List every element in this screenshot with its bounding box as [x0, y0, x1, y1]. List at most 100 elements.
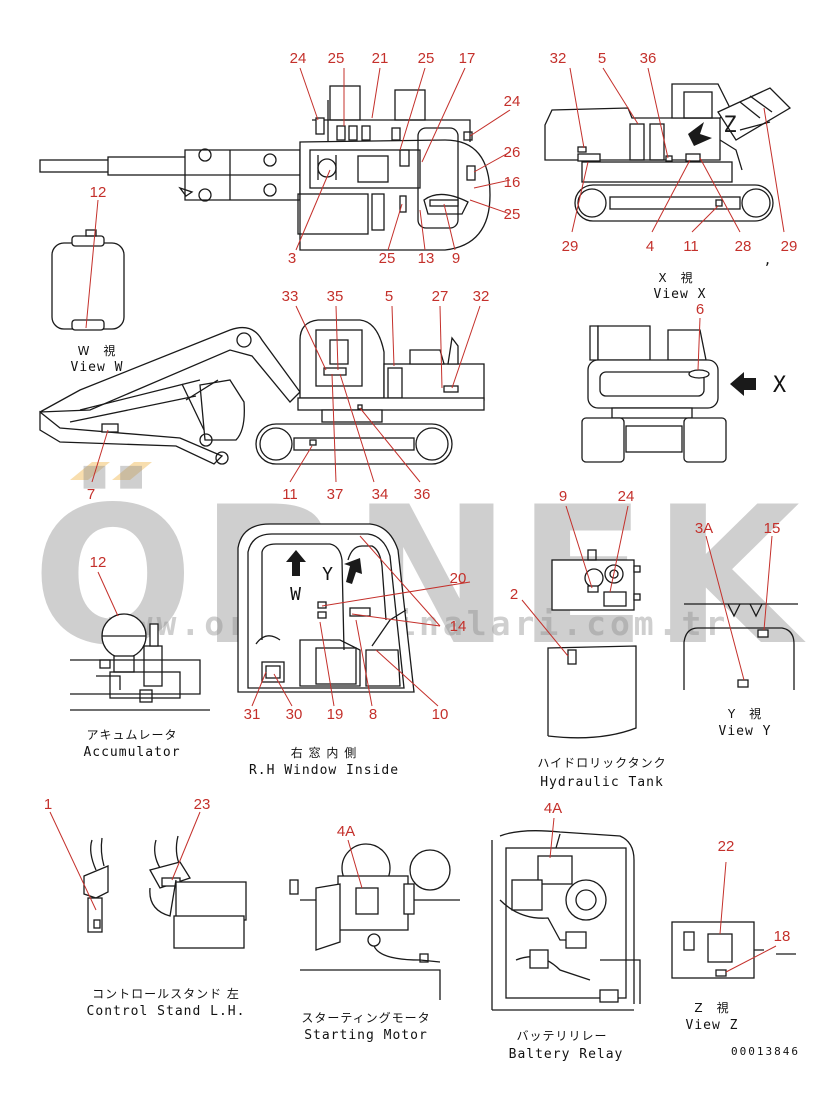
callout-17: 17: [459, 50, 476, 67]
view-y: 3A 15 Y 視 View Y: [683, 520, 798, 739]
view-x-marker-z: Z: [723, 113, 736, 138]
top-view: [39, 85, 491, 251]
view-z-caption-en: View Z: [686, 1018, 739, 1033]
watermark-accent-right: [112, 462, 152, 480]
rh-window-caption-jp: 右 窓 内 側: [291, 745, 357, 760]
callout-26: 26: [504, 144, 521, 161]
callout-12: 12: [90, 554, 107, 571]
callout-27: 27: [432, 288, 449, 305]
document-number: 00013846: [731, 1045, 800, 1058]
view-y-caption-en: View Y: [719, 724, 772, 739]
callout-22: 22: [718, 838, 735, 855]
callout-9: 9: [452, 250, 460, 267]
watermark: ÖRNEK www.ornekmakinalari.com.tr: [32, 462, 800, 687]
callout-12: 12: [90, 184, 107, 201]
callout-32: 32: [550, 50, 567, 67]
callout-29: 29: [781, 238, 798, 255]
view-y-caption-jp: Y 視: [727, 706, 762, 721]
battery-relay-caption-jp: バッテリリレー: [516, 1029, 607, 1043]
callout-23: 23: [194, 796, 211, 813]
callout-18: 18: [774, 928, 791, 945]
view-z-caption-jp: Z 視: [694, 1000, 729, 1015]
callout-1: 1: [44, 796, 52, 813]
callout-19: 19: [327, 706, 344, 723]
side-view-leaders: [91, 305, 481, 483]
battery-relay-caption-en: Baltery Relay: [509, 1047, 624, 1062]
callout-6: 6: [696, 301, 704, 318]
hydraulic-tank-caption-en: Hydraulic Tank: [540, 775, 664, 790]
side-view-callouts: 33 35 5 27 32 7 11 37 34 36: [87, 288, 490, 503]
callout-25: 25: [328, 50, 345, 67]
callout-4A: 4A: [337, 823, 355, 840]
callout-25: 25: [504, 206, 521, 223]
top-view-leaders: [295, 67, 511, 251]
battery-relay-view: 4A バッテリリレー Baltery Relay: [491, 800, 641, 1062]
callout-2: 2: [510, 586, 518, 603]
callout-16: 16: [504, 174, 521, 191]
callout-32: 32: [473, 288, 490, 305]
starting-motor-caption-jp: スターティングモータ: [301, 1011, 430, 1025]
view-w: 12 W 視 View W: [51, 184, 125, 375]
callout-37: 37: [327, 486, 344, 503]
callout-24: 24: [618, 488, 635, 505]
callout-4: 4: [646, 238, 654, 255]
side-view: [39, 319, 485, 465]
view-x-leaders: [569, 67, 785, 233]
callout-13: 13: [418, 250, 435, 267]
view-x-caption-jp: X 視: [658, 270, 693, 285]
callout-5: 5: [385, 288, 393, 305]
stray-comma: ,: [764, 253, 773, 268]
control-stand-view: 1 23 コントロールスタンド 左 Control Stand L.H.: [44, 796, 247, 1019]
callout-29: 29: [562, 238, 579, 255]
starting-motor-caption-en: Starting Motor: [304, 1028, 428, 1043]
callout-36: 36: [640, 50, 657, 67]
callout-4A: 4A: [544, 800, 562, 817]
view-z: 22 18 Z 視 View Z: [671, 838, 796, 1033]
view-w-caption-en: View W: [71, 360, 124, 375]
accumulator-caption-jp: アキュムレータ: [86, 728, 177, 742]
rh-window-marker-y: Y: [322, 564, 334, 585]
view-w-caption-jp: W 視: [78, 343, 117, 358]
hydraulic-tank-view: 9 24 2 ハイドロリックタンク Hydraulic Tank: [510, 488, 666, 790]
view-x-caption-en: View X: [654, 287, 707, 302]
hydraulic-tank-caption-jp: ハイドロリックタンク: [537, 756, 666, 770]
callout-35: 35: [327, 288, 344, 305]
callout-3A: 3A: [695, 520, 713, 537]
callout-30: 30: [286, 706, 303, 723]
top-view-callouts: 24 25 21 25 17 24 26 16 25 9 13 25 3: [288, 50, 521, 267]
callout-20: 20: [450, 570, 467, 587]
callout-36: 36: [414, 486, 431, 503]
accumulator-view: 12 アキュムレータ Accumulator: [70, 554, 210, 760]
callout-25: 25: [418, 50, 435, 67]
accumulator-caption-en: Accumulator: [83, 745, 180, 760]
callout-5: 5: [598, 50, 606, 67]
callout-21: 21: [372, 50, 389, 67]
callout-8: 8: [369, 706, 377, 723]
rh-window-marker-w: W: [290, 584, 302, 605]
callout-11: 11: [683, 238, 699, 255]
callout-24: 24: [504, 93, 521, 110]
rh-window-caption-en: R.H Window Inside: [249, 763, 399, 778]
callout-25: 25: [379, 250, 396, 267]
callout-15: 15: [764, 520, 781, 537]
callout-3: 3: [288, 250, 296, 267]
callout-11: 11: [282, 486, 298, 503]
watermark-accent-left: [70, 462, 110, 480]
rh-window-view: Y W 20 14 31 30 19 8 10 右 窓 内 側 R.H Wind…: [237, 523, 471, 778]
rear-view: X 6: [581, 301, 787, 463]
callout-31: 31: [244, 706, 261, 723]
rear-view-marker-x: X: [773, 373, 787, 398]
callout-33: 33: [282, 288, 299, 305]
control-stand-caption-jp: コントロールスタンド 左: [92, 986, 240, 1001]
callout-24: 24: [290, 50, 307, 67]
control-stand-caption-en: Control Stand L.H.: [87, 1004, 246, 1019]
callout-14: 14: [450, 618, 467, 635]
view-x: Z: [544, 83, 792, 222]
callout-9: 9: [559, 488, 567, 505]
callout-28: 28: [735, 238, 752, 255]
callout-10: 10: [432, 706, 449, 723]
view-x-callouts: 32 5 36 29 4 11 28 29 , X 視 View X: [550, 50, 798, 302]
callout-34: 34: [372, 486, 389, 503]
